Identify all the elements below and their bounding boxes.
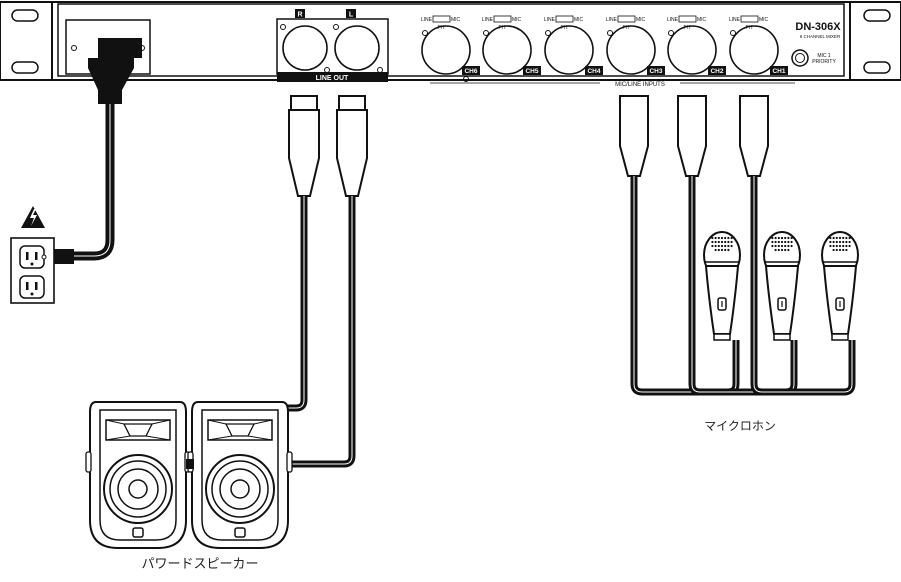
microphone-1 — [703, 231, 741, 341]
xlr-plug-r — [288, 95, 320, 197]
line-mic-switch: LINE MIC PH — [667, 15, 707, 31]
channel-label: CH3 — [649, 68, 662, 75]
output-l-label: L — [349, 12, 354, 19]
svg-text:MIC: MIC — [512, 17, 522, 23]
wall-outlet — [10, 237, 55, 304]
svg-text:LINE: LINE — [421, 17, 433, 23]
powered-speaker-2 — [187, 401, 293, 549]
svg-text:PH: PH — [561, 25, 568, 31]
microphone-2 — [763, 231, 801, 341]
rack-ear-slot-bottom-left — [11, 61, 39, 74]
svg-text:PH: PH — [438, 25, 445, 31]
mic1-priority-button — [791, 49, 809, 67]
svg-text:LINE: LINE — [544, 17, 556, 23]
line-mic-switch: LINE MIC PH — [421, 15, 461, 31]
priority-label-line1: MIC 1 — [817, 53, 831, 59]
svg-text:PH: PH — [499, 25, 506, 31]
xlr-plug-l — [336, 95, 368, 197]
speakers-label: パワードスピーカー — [141, 557, 258, 572]
microphone-3 — [821, 231, 859, 341]
rack-ear-slot-top-left — [11, 9, 39, 22]
svg-text:LINE: LINE — [729, 17, 741, 23]
channel-input-ch6: LINE MIC PH CH6 — [421, 15, 480, 75]
svg-text:LINE: LINE — [482, 17, 494, 23]
line-out-label: LINE OUT — [316, 75, 349, 82]
channel-label: CH5 — [525, 68, 538, 75]
priority-label-line2: PRIORITY — [812, 59, 836, 65]
channel-input-ch3: LINE MIC PH CH3 — [606, 15, 665, 75]
channel-label: CH4 — [587, 68, 600, 75]
xlr-plug-mic-2 — [677, 95, 707, 177]
channel-input-ch4: LINE MIC PH CH4 — [544, 15, 603, 75]
model-name: DN-306X — [795, 21, 841, 33]
channel-input-ch5: LINE MIC PH CH5 — [482, 15, 541, 75]
line-mic-switch: LINE MIC PH — [482, 15, 522, 31]
svg-text:LINE: LINE — [606, 17, 618, 23]
svg-text:LINE: LINE — [667, 17, 679, 23]
svg-text:PH: PH — [684, 25, 691, 31]
svg-text:MIC: MIC — [636, 17, 646, 23]
rack-ear-slot-bottom-right — [863, 61, 891, 74]
line-mic-switch: LINE MIC PH — [606, 15, 646, 31]
xlr-plug-mic-3 — [739, 95, 769, 177]
channel-input-ch2: LINE MIC PH CH2 — [667, 15, 726, 75]
svg-text:PH: PH — [623, 25, 630, 31]
speaker-cables — [280, 95, 368, 468]
xlr-output-l — [334, 25, 380, 71]
channel-input-ch1: LINE MIC PH CH1 — [729, 15, 788, 75]
output-r-label: R — [297, 12, 302, 19]
mic-cables — [619, 95, 856, 396]
line-out-block: LINE OUT R L — [276, 9, 389, 82]
xlr-plug-mic-1 — [619, 95, 649, 177]
svg-text:PH: PH — [746, 25, 753, 31]
inputs-label: MIC/LINE INPUTS — [615, 82, 665, 88]
line-mic-switch: LINE MIC PH — [544, 15, 584, 31]
svg-text:MIC: MIC — [697, 17, 707, 23]
channel-label: CH2 — [710, 68, 723, 75]
channel-label: CH1 — [772, 68, 785, 75]
line-mic-switch: LINE MIC PH — [729, 15, 769, 31]
microphones — [703, 231, 859, 341]
model-subtitle: 6 CHANNEL MIXER — [800, 34, 841, 39]
xlr-output-r — [282, 25, 328, 71]
powered-speakers — [85, 401, 293, 549]
svg-text:MIC: MIC — [759, 17, 769, 23]
svg-text:MIC: MIC — [574, 17, 584, 23]
svg-text:MIC: MIC — [451, 17, 461, 23]
rack-ear-slot-top-right — [863, 9, 891, 22]
channel-label: CH6 — [464, 68, 477, 75]
warning-symbol — [21, 206, 45, 228]
power-cable — [50, 38, 142, 264]
powered-speaker-1 — [85, 401, 191, 549]
microphones-label: マイクロホン — [704, 419, 776, 433]
